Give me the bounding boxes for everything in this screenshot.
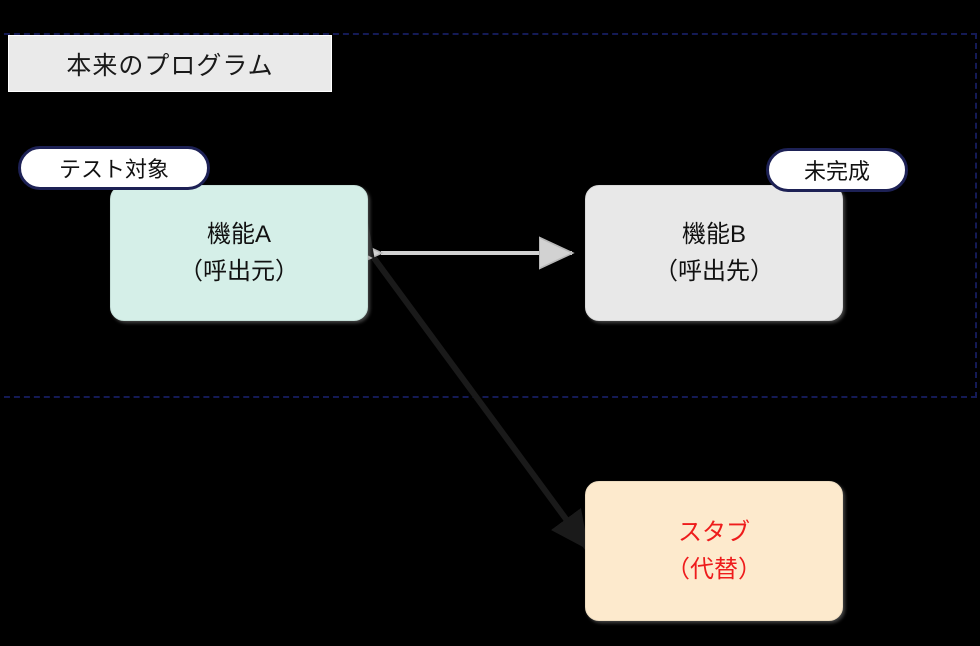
node-function-a[interactable]: 機能A （呼出元） — [110, 185, 368, 321]
node-stub[interactable]: スタブ （代替） — [585, 481, 843, 621]
badge-test-target: テスト対象 — [18, 146, 210, 190]
node-function-b-title: 機能B — [681, 220, 746, 248]
node-stub-subtitle: （代替） — [666, 556, 762, 583]
section-label-original-program: 本来のプログラム — [8, 35, 332, 92]
connector-a-stub — [336, 217, 591, 551]
badge-incomplete: 未完成 — [766, 148, 908, 192]
node-function-b-subtitle: （呼出先） — [654, 258, 774, 285]
node-function-a-title: 機能A — [206, 220, 271, 248]
node-function-b[interactable]: 機能B （呼出先） — [585, 185, 843, 321]
node-stub-title: スタブ — [678, 518, 750, 546]
badge-incomplete-label: 未完成 — [803, 159, 870, 184]
badge-test-target-label: テスト対象 — [58, 157, 169, 182]
section-label-text: 本来のプログラム — [66, 51, 274, 80]
node-function-a-subtitle: （呼出元） — [179, 258, 299, 285]
